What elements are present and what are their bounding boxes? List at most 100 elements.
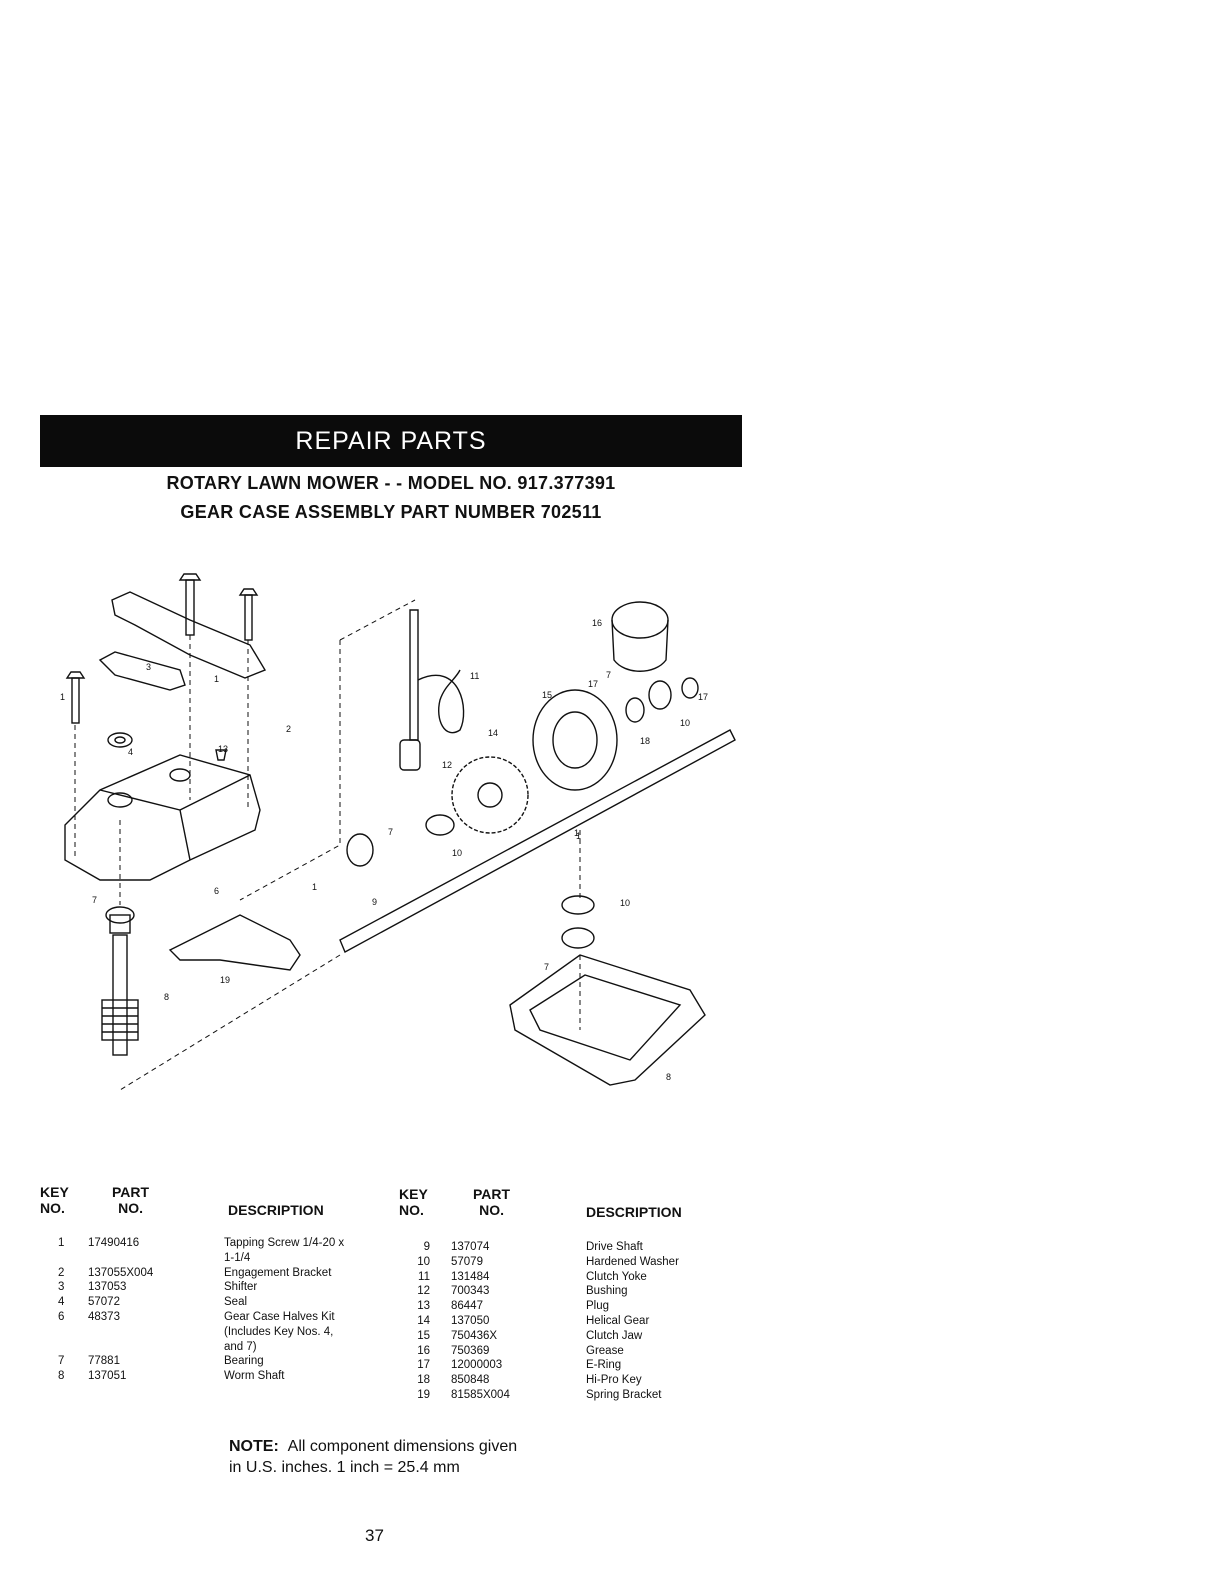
table-cell-part: 48373: [88, 1310, 120, 1323]
table-cell-description: Clutch Jaw: [586, 1329, 643, 1342]
seal-shape: [107, 732, 133, 748]
table-cell-part: 137051: [88, 1370, 127, 1383]
engagement-bracket-shape: [111, 591, 267, 679]
table-cell-description: Seal: [224, 1296, 248, 1309]
table-cell-part: 131484: [451, 1270, 490, 1283]
table-cell-description: 1-1/4: [224, 1251, 251, 1264]
table-cell-key: 9: [423, 1241, 430, 1253]
table-cell-key: 8: [58, 1370, 65, 1383]
key-header-line1-right: KEY: [399, 1186, 428, 1202]
table-cell-spacer: [58, 1340, 64, 1355]
note-text-line2: in U.S. inches. 1 inch = 25.4 mm: [229, 1459, 460, 1476]
key-header-line2-right: NO.: [399, 1202, 424, 1218]
table-cell-spacer: [58, 1325, 64, 1340]
callout-label: 7: [544, 962, 549, 972]
callout-label: 1: [214, 674, 219, 684]
key-no-header: KEY NO.: [40, 1184, 69, 1216]
table-cell-key: 4: [58, 1296, 65, 1309]
assembly-heading: GEAR CASE ASSEMBLY PART NUMBER 702511: [180, 502, 602, 522]
table-cell-description: Hardened Washer: [586, 1255, 679, 1268]
callout-label: 4: [128, 747, 133, 757]
table-cell-key: 10: [417, 1255, 430, 1268]
gear-case-half-shape: [64, 754, 261, 881]
table-cell-description: Worm Shaft: [224, 1370, 285, 1383]
clutch-jaw-shape: [532, 689, 618, 791]
callout-label: 3: [146, 662, 151, 672]
table-cell-part: 137053: [88, 1281, 127, 1294]
table-cell-part: 86447: [451, 1300, 483, 1313]
table-cell-key: 19: [417, 1388, 430, 1401]
table-cell-description: Grease: [586, 1344, 624, 1357]
helical-gear-shape: [451, 756, 529, 834]
clutch-yoke-shape: [409, 609, 419, 741]
table-cell-description: Helical Gear: [586, 1314, 650, 1327]
table-cell-part: 750369: [451, 1344, 490, 1357]
right-description-column: Drive Shaft Hardened Washer Clutch Yoke …: [586, 1240, 679, 1403]
callout-label: 14: [488, 728, 498, 738]
tapping-screw-shape: [178, 573, 202, 636]
table-cell-key: 2: [58, 1266, 65, 1279]
callout-label: 17: [698, 692, 708, 702]
table-cell-description: Clutch Yoke: [586, 1270, 647, 1283]
table-cell-key: 7: [58, 1355, 65, 1368]
worm-shaft-shape: [101, 934, 139, 1056]
dimension-note: NOTE: All component dimensions given in …: [229, 1436, 517, 1478]
callout-label: 1: [312, 882, 317, 892]
left-description-column: Tapping Screw 1/4-20 x 1-1/4 Engagement …: [224, 1236, 344, 1384]
washer-shape: [648, 680, 672, 710]
table-cell-description: Bushing: [586, 1285, 628, 1298]
right-key-column: 9 10 11 12 13 14 15 16 17 18 19: [412, 1240, 430, 1403]
table-cell-description: and 7): [224, 1340, 257, 1353]
key-header-line1: KEY: [40, 1184, 69, 1200]
part-header-line1: PART: [112, 1184, 150, 1200]
callout-label: 9: [372, 897, 377, 907]
callout-label: 10: [452, 848, 462, 858]
table-cell-key: 6: [58, 1310, 65, 1323]
table-cell-key: 12: [417, 1285, 430, 1298]
description-header: DESCRIPTION: [228, 1202, 324, 1218]
bearing-shape: [105, 906, 135, 924]
table-cell-description: Engagement Bracket: [224, 1266, 332, 1279]
table-cell-description: Hi-Pro Key: [586, 1374, 642, 1387]
callout-label: 10: [620, 898, 630, 908]
callout-label: 1: [574, 828, 579, 838]
table-cell-key: 3: [58, 1281, 65, 1294]
spring-bracket-shape: [168, 914, 301, 971]
table-cell-key: 18: [417, 1374, 430, 1387]
key-no-header-right: KEY NO.: [399, 1186, 428, 1218]
table-cell-key: 17: [417, 1359, 430, 1372]
table-cell-key: 15: [417, 1329, 430, 1342]
callout-label: 15: [542, 690, 552, 700]
table-cell-key: 1: [58, 1237, 65, 1249]
part-header-line2-right: NO.: [479, 1202, 504, 1218]
table-cell-description: (Includes Key Nos. 4,: [224, 1325, 334, 1338]
table-cell-description: Drive Shaft: [586, 1241, 643, 1253]
right-part-column: 137074 57079 131484 700343 86447 137050 …: [451, 1240, 510, 1403]
table-cell-key: 16: [417, 1344, 430, 1357]
grease-shape: [611, 601, 669, 639]
gear-case-lower-shape: [509, 954, 706, 1086]
callout-label: 19: [220, 975, 230, 985]
table-cell-part: 137055X004: [88, 1266, 154, 1279]
table-cell-description: Gear Case Halves Kit: [224, 1310, 335, 1323]
callout-label: 13: [218, 744, 228, 754]
callout-label: 8: [666, 1072, 671, 1082]
table-cell-part: 750436X: [451, 1329, 498, 1342]
table-cell-part: 137074: [451, 1241, 490, 1253]
repair-parts-banner: REPAIR PARTS: [40, 415, 742, 467]
callout-label: 6: [214, 886, 219, 896]
table-cell-part: 57079: [451, 1255, 483, 1268]
part-no-header-right: PART NO.: [473, 1186, 510, 1218]
table-cell-key: 14: [417, 1314, 430, 1327]
table-cell-description: Plug: [586, 1300, 610, 1313]
table-cell-part: 700343: [451, 1285, 490, 1298]
drive-shaft-shape: [339, 729, 736, 953]
callout-label: 18: [640, 736, 650, 746]
table-cell-part: 850848: [451, 1374, 490, 1387]
hardened-washer-shape: [425, 814, 455, 836]
bushing-shape: [399, 739, 421, 771]
callout-label: 16: [592, 618, 602, 628]
part-no-header: PART NO.: [112, 1184, 149, 1216]
table-cell-spacer: [88, 1340, 153, 1355]
part-header-line1-right: PART: [473, 1186, 511, 1202]
